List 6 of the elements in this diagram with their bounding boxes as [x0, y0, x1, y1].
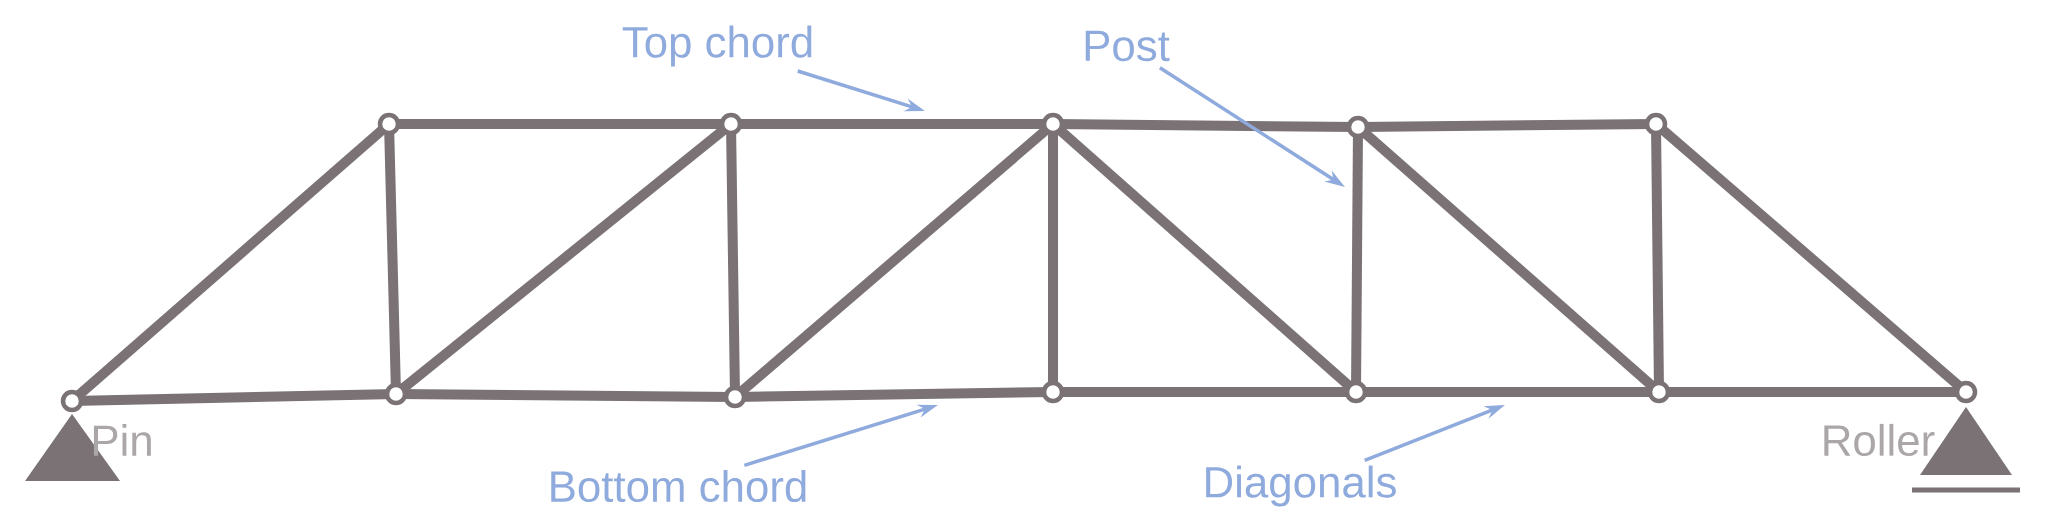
support-label: Pin — [93, 424, 151, 456]
callout-label: Post — [1085, 30, 1170, 62]
callout-label: Diagonals — [1206, 465, 1396, 507]
callout-label: Top chord — [622, 25, 812, 67]
support-label: Roller — [1824, 423, 1935, 457]
callout-label: Bottom chord — [551, 469, 806, 503]
